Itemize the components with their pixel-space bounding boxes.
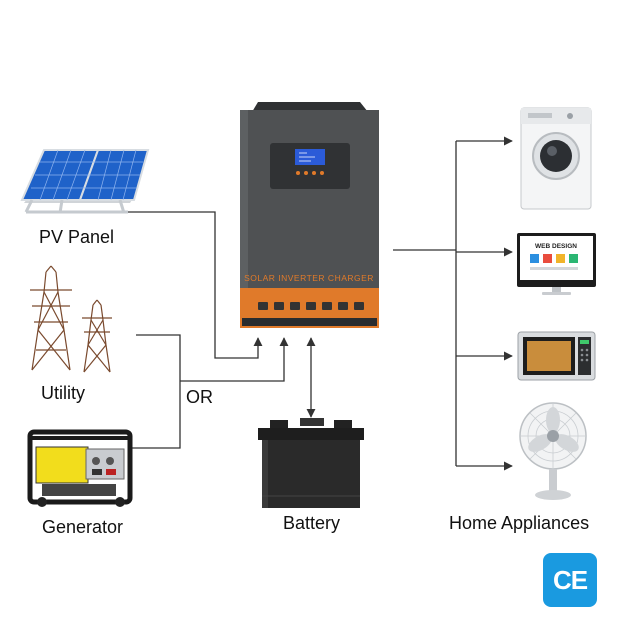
battery-label: Battery (283, 513, 341, 533)
fan-icon (519, 402, 587, 500)
monitor-icon: WEB DESIGN (517, 233, 596, 295)
or-label: OR (186, 387, 213, 407)
battery-icon (258, 418, 364, 508)
power-tower-icon (30, 265, 112, 373)
generator-label: Generator (42, 517, 124, 537)
grid-connector (180, 337, 289, 382)
monitor-screen-title: WEB DESIGN (535, 243, 577, 250)
microwave-icon (517, 331, 596, 381)
pv-panel-label: PV Panel (39, 227, 115, 247)
ce-badge: CE (543, 553, 597, 607)
ce-badge-text: CE (552, 564, 588, 595)
generator-icon (27, 429, 133, 507)
solar-panel-icon (20, 149, 150, 214)
inverter-front-text: SOLAR INVERTER CHARGER (244, 273, 374, 283)
utility-label: Utility (41, 383, 85, 403)
home-appliances-label: Home Appliances (449, 513, 590, 533)
pv-connector (128, 211, 263, 359)
inverter-icon: SOLAR INVERTER CHARGER (240, 102, 379, 328)
washing-machine-icon (520, 107, 592, 210)
connector-lines (128, 136, 513, 471)
utility-connector (131, 334, 181, 449)
